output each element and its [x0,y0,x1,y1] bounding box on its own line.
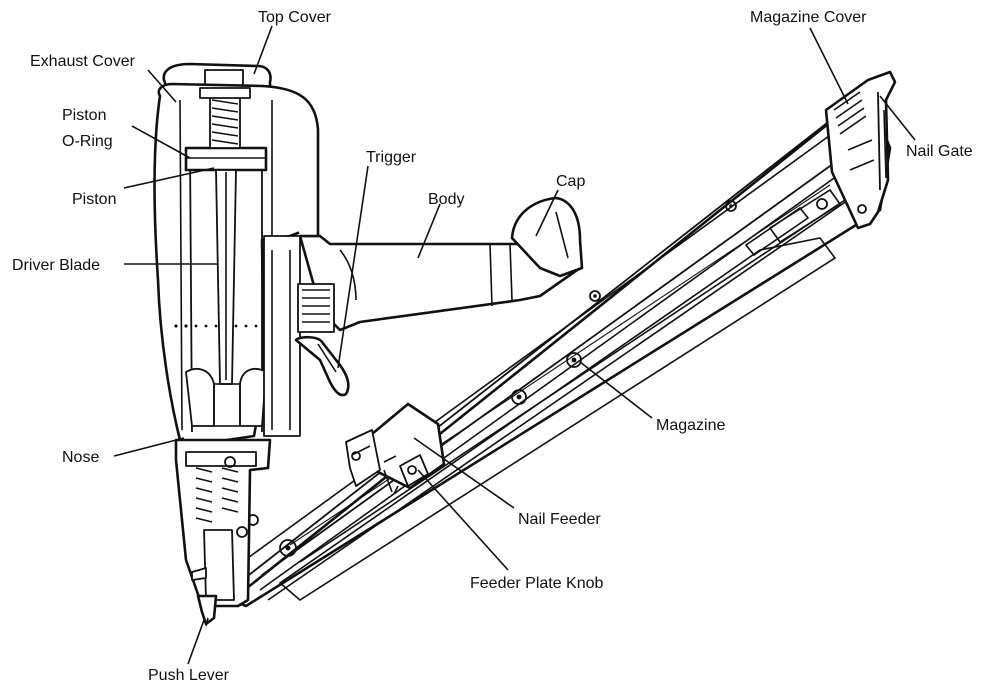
label-nail-feeder: Nail Feeder [518,511,601,528]
label-piston-o-ring-line2: O-Ring [62,133,113,150]
label-top-cover: Top Cover [258,9,332,26]
label-nose: Nose [62,449,99,466]
label-magazine-cover: Magazine Cover [750,9,867,26]
label-piston-o-ring-line1: Piston [62,107,106,124]
label-driver-blade: Driver Blade [12,257,100,274]
label-piston: Piston [72,191,116,208]
label-exhaust-cover: Exhaust Cover [30,53,136,70]
magazine-drawing [230,90,892,608]
label-magazine: Magazine [656,417,725,434]
label-cap: Cap [556,173,585,190]
label-body: Body [428,191,464,208]
label-nail-gate: Nail Gate [906,143,973,160]
nose-drawing [174,438,272,627]
label-push-lever: Push Lever [148,667,230,684]
body-handle-drawing [298,196,584,332]
label-feeder-plate-knob: Feeder Plate Knob [470,575,604,592]
magazine-cover-drawing [824,70,897,230]
cylinder-head-drawing [153,62,350,446]
nail-feeder-drawing [345,402,446,495]
leader-lines [113,25,916,665]
label-trigger: Trigger [366,149,417,166]
